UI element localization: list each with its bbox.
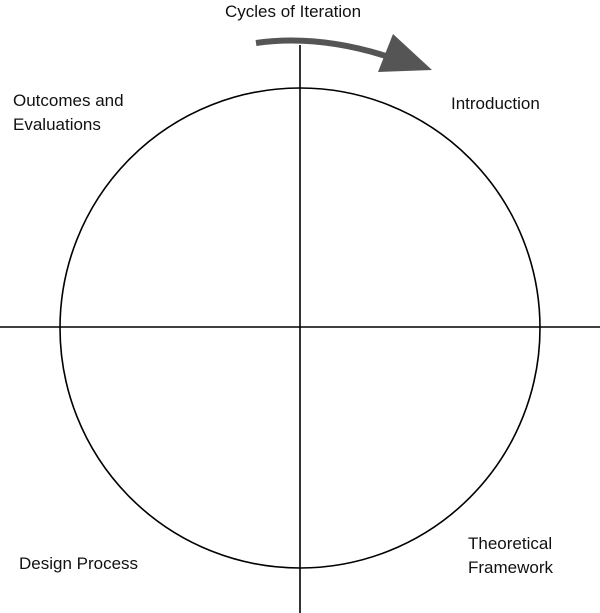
quadrant-label-outcomes: Outcomes and Evaluations [13, 89, 124, 137]
quadrant-label-theoretical-framework: Theoretical Framework [468, 532, 553, 580]
label-line: Outcomes and [13, 91, 124, 110]
label-line: Framework [468, 558, 554, 577]
label-line: Theoretical [468, 534, 553, 553]
label-line: Evaluations [13, 115, 101, 134]
iteration-arrow-icon [255, 34, 432, 72]
diagram-title: Cycles of Iteration [225, 2, 362, 21]
quadrant-label-design-process: Design Process [19, 554, 139, 573]
quadrant-label-introduction: Introduction [451, 94, 540, 113]
